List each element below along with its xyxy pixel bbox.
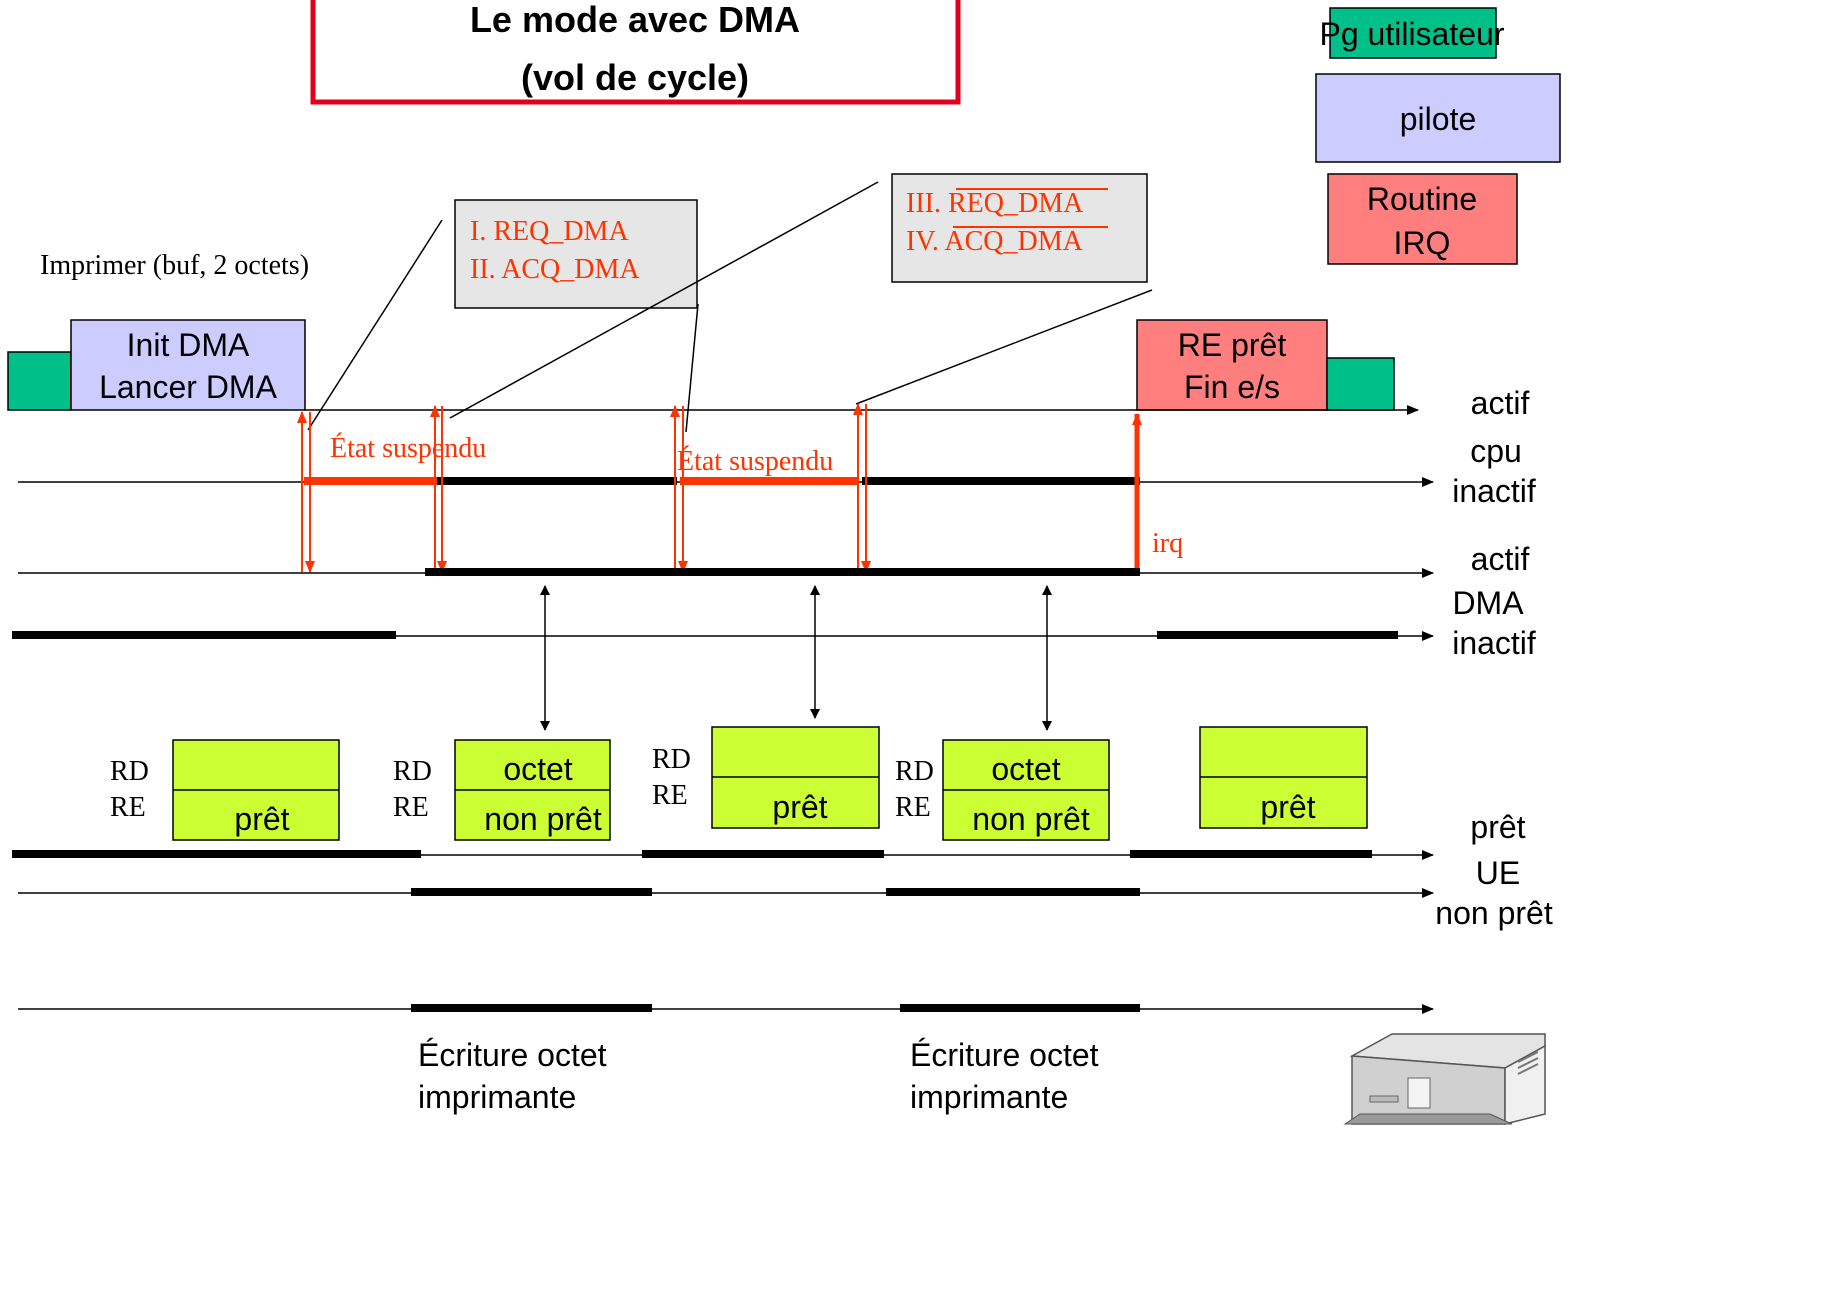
transfer-arrows bbox=[540, 585, 1052, 731]
launch-dma-label: Lancer DMA bbox=[99, 369, 278, 405]
legend-driver-swatch bbox=[1315, 73, 1561, 163]
rd-label: RD bbox=[393, 756, 432, 787]
step-req-dma-negated: III. REQ_DMA bbox=[906, 188, 1084, 219]
title-box: Le mode avec DMA (vol de cycle) bbox=[310, 0, 961, 105]
register-1: RD RE prêt bbox=[110, 739, 340, 841]
legend-irq-swatch bbox=[1327, 173, 1518, 265]
register-4: RD RE octet non prêt bbox=[895, 739, 1110, 841]
rd-label: RD bbox=[110, 756, 149, 787]
dma-inactive-label: inactif bbox=[1452, 625, 1536, 661]
register-3: RD RE prêt bbox=[652, 726, 880, 829]
ue-label: UE bbox=[1476, 855, 1520, 891]
register-data: octet bbox=[503, 751, 572, 787]
dma-label: DMA bbox=[1452, 585, 1524, 621]
legend-driver-label: pilote bbox=[1400, 101, 1477, 137]
init-dma-label: Init DMA bbox=[127, 327, 250, 363]
step-req-dma: I. REQ_DMA bbox=[470, 216, 629, 247]
dma-signal-arrows bbox=[297, 403, 871, 573]
register-status: prêt bbox=[1260, 789, 1315, 825]
printer-label-2: imprimante bbox=[910, 1079, 1068, 1115]
register-status: prêt bbox=[234, 801, 289, 837]
legend-user-label: Pg utilisateur bbox=[1320, 16, 1505, 52]
register-data: octet bbox=[991, 751, 1060, 787]
rd-label: RD bbox=[652, 744, 691, 775]
suspended-state-label-2: État suspendu bbox=[677, 446, 833, 477]
title-line-2: (vol de cycle) bbox=[521, 57, 749, 98]
printer-icon bbox=[1343, 1033, 1546, 1125]
step-acq-dma: II. ACQ_DMA bbox=[470, 254, 640, 285]
irq-label: irq bbox=[1152, 528, 1183, 559]
legend-irq-label-2: IRQ bbox=[1394, 225, 1451, 261]
ue-timeline: prêt UE non prêt bbox=[12, 809, 1553, 931]
register-2: RD RE octet non prêt bbox=[393, 739, 611, 841]
end-io-label: Fin e/s bbox=[1184, 369, 1280, 405]
user-program-block-1 bbox=[7, 351, 72, 411]
ue-ready-label: prêt bbox=[1470, 809, 1525, 845]
step-acq-dma-negated: IV. ACQ_DMA bbox=[906, 226, 1084, 257]
init-dma-block bbox=[70, 319, 306, 411]
cpu-timeline: Init DMA Lancer DMA RE prêt Fin e/s État… bbox=[7, 319, 1536, 509]
step-box-1: I. REQ_DMA II. ACQ_DMA bbox=[454, 199, 698, 309]
register-status: prêt bbox=[772, 789, 827, 825]
rd-label: RD bbox=[895, 756, 934, 787]
register-status: non prêt bbox=[484, 801, 602, 837]
suspended-state-label-1: État suspendu bbox=[330, 433, 486, 464]
legend: Pg utilisateur pilote Routine IRQ bbox=[1315, 7, 1561, 265]
re-label: RE bbox=[110, 792, 146, 823]
write-byte-label-2: Écriture octet bbox=[910, 1037, 1099, 1073]
printer-timeline: Écriture octet imprimante Écriture octet… bbox=[18, 1004, 1434, 1115]
re-label: RE bbox=[393, 792, 429, 823]
printer-label-1: imprimante bbox=[418, 1079, 576, 1115]
title-line-1: Le mode avec DMA bbox=[470, 0, 800, 40]
register-5: prêt bbox=[1199, 726, 1368, 829]
dma-timeline: actif DMA inactif bbox=[12, 541, 1536, 661]
step-box-2: III. REQ_DMA IV. ACQ_DMA bbox=[891, 173, 1148, 283]
ue-not-ready-label: non prêt bbox=[1435, 895, 1553, 931]
write-byte-label-1: Écriture octet bbox=[418, 1037, 607, 1073]
legend-irq-label-1: Routine bbox=[1367, 181, 1477, 217]
register-status: non prêt bbox=[972, 801, 1090, 837]
dma-active-label: actif bbox=[1471, 541, 1530, 577]
cpu-inactive-label: inactif bbox=[1452, 473, 1536, 509]
user-program-block-2 bbox=[1326, 357, 1395, 411]
irq-routine-block bbox=[1136, 319, 1328, 411]
re-label: RE bbox=[652, 780, 688, 811]
legend-user-swatch bbox=[1329, 7, 1497, 59]
re-ready-label: RE prêt bbox=[1178, 327, 1287, 363]
cpu-active-label: actif bbox=[1471, 385, 1530, 421]
cpu-label: cpu bbox=[1470, 433, 1522, 469]
print-call-label: Imprimer (buf, 2 octets) bbox=[40, 250, 309, 281]
re-label: RE bbox=[895, 792, 931, 823]
